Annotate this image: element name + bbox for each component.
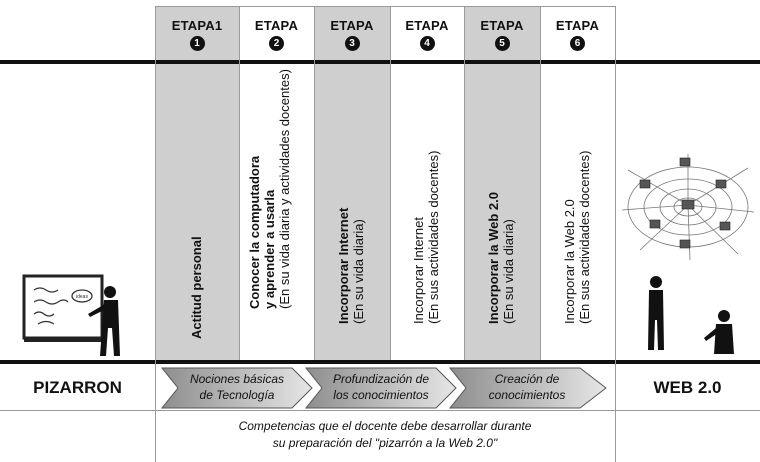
stage-title: Incorporar Internet — [336, 207, 351, 324]
stage-label: ETAPA — [330, 18, 374, 33]
stage-note: (En su vida diaria) — [351, 219, 366, 324]
grid-line-top — [155, 6, 615, 7]
bottom-thin-rule — [0, 410, 760, 411]
arrow-2-shape — [304, 367, 457, 409]
stage-title: Incorporar la Web 2.0 — [561, 199, 577, 324]
stage-number-badge: 4 — [419, 36, 435, 51]
stage-label: ETAPA — [254, 18, 299, 33]
stage-1-text: Actitud personal — [155, 64, 239, 360]
middle-thick-rule — [0, 360, 760, 364]
stage-6-header: ETAPA 6 — [540, 6, 615, 60]
stage-5-column-bg — [464, 6, 540, 360]
left-label: PIZARRON — [33, 378, 122, 397]
stage-3-text: Incorporar Internet (En su vida diaria) — [314, 64, 390, 360]
stage-number-badge: 5 — [494, 36, 510, 51]
stage-1-header: ETAPA1 1 — [155, 6, 239, 60]
stage-6-text: Incorporar la Web 2.0 (En sus actividade… — [540, 64, 615, 360]
arrow-3-shape — [448, 367, 607, 409]
bottom-caption: Competencias que el docente debe desarro… — [155, 418, 615, 452]
web-network-illustration — [621, 154, 755, 354]
grid-line — [464, 6, 465, 360]
stage-3-header: ETAPA 3 — [314, 6, 390, 60]
stage-title: Incorporar la Web 2.0 — [486, 192, 501, 324]
grid-line — [314, 6, 315, 360]
stage-2-text: Conocer la computadora y aprender a usar… — [239, 64, 314, 360]
stage-3-column-bg — [314, 6, 390, 360]
teacher-whiteboard-illustration: ideas — [22, 274, 120, 356]
stage-label: ETAPA — [555, 18, 600, 33]
stage-note: (En sus actividades docentes) — [426, 150, 441, 324]
top-thick-rule — [0, 60, 760, 64]
grid-line — [390, 6, 391, 360]
stage-number-badge: 6 — [570, 36, 585, 51]
caption-line-2: su preparación del "pizarrón a la Web 2.… — [272, 436, 498, 450]
caption-line-1: Competencias que el docente debe desarro… — [238, 419, 532, 433]
stage-number-badge: 2 — [269, 36, 284, 51]
stage-5-text: Incorporar la Web 2.0 (En su vida diaria… — [464, 64, 540, 360]
stage-note: (En sus actividades docentes) — [576, 150, 592, 324]
competency-arrows — [160, 367, 607, 409]
arrow-1-shape — [160, 367, 313, 409]
stage-label: ETAPA1 — [171, 18, 223, 33]
grid-line — [615, 6, 616, 462]
grid-line — [155, 6, 156, 462]
stage-4-header: ETAPA 4 — [390, 6, 464, 60]
stage-2-header: ETAPA 2 — [239, 6, 314, 60]
stage-5-header: ETAPA 5 — [464, 6, 540, 60]
grid-line — [540, 6, 541, 360]
svg-text:ideas: ideas — [76, 294, 88, 300]
stage-number-badge: 1 — [189, 36, 205, 51]
stage-label: ETAPA — [405, 18, 449, 33]
grid-line — [239, 6, 240, 360]
right-label: WEB 2.0 — [653, 378, 722, 397]
stage-label: ETAPA — [480, 18, 524, 33]
stage-note: (En su vida diaria y actividades docente… — [276, 69, 292, 309]
stage-1-column-bg — [155, 6, 239, 360]
stage-title: Actitud personal — [189, 236, 204, 339]
stage-title: Incorporar Internet — [411, 217, 426, 324]
stage-title: Conocer la computadora y aprender a usar… — [246, 155, 277, 309]
stage-4-text: Incorporar Internet (En sus actividades … — [390, 64, 464, 360]
stage-number-badge: 3 — [344, 36, 360, 51]
stage-note: (En su vida diaria) — [501, 219, 516, 324]
